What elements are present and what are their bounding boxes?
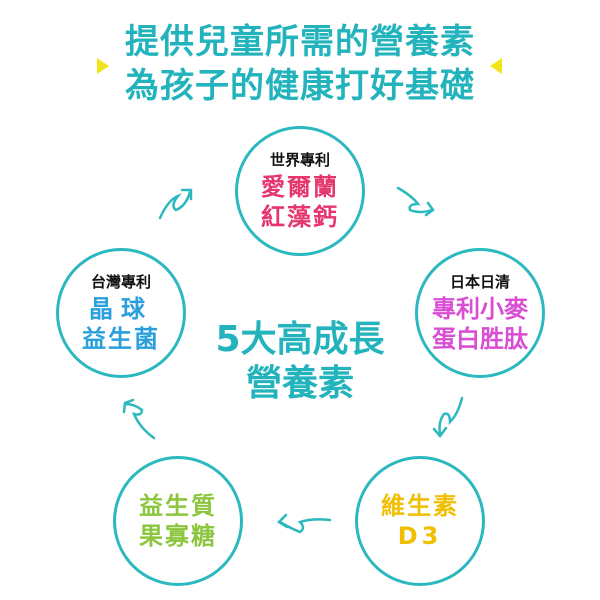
headline-line-2: 為孩子的健康打好基礎: [125, 66, 475, 106]
nutrient-name-line-1: 專利小麥: [432, 295, 528, 323]
nutrient-circle-wheat-peptide: 日本日清 專利小麥 蛋白胜肽: [415, 248, 545, 378]
arrow-icon-1: [158, 188, 193, 220]
arrow-icon-5: [122, 398, 156, 440]
headline-line-1: 提供兒童所需的營養素: [125, 22, 475, 62]
nutrient-label: 日本日清: [449, 273, 510, 291]
nutrient-name-line-2: 蛋白胜肽: [432, 325, 528, 353]
left-triangle-decoration: [97, 58, 109, 74]
nutrient-name-line-2: 益生菌: [82, 325, 160, 353]
nutrient-circle-probiotics: 台灣專利 晶球 益生菌: [56, 248, 186, 378]
nutrient-name-line-1: 益生質: [139, 492, 217, 520]
right-triangle-decoration: [490, 58, 502, 74]
nutrient-circle-vitamin-d3: 維生素 D3: [355, 456, 485, 586]
nutrient-label: 世界專利: [269, 151, 330, 169]
arrow-icon-3: [432, 396, 464, 438]
arrow-icon-2: [396, 186, 435, 217]
nutrient-name-line-2: 果寡糖: [139, 522, 217, 550]
center-title-line-1: 5大高成長: [215, 319, 385, 360]
nutrient-circle-red-algae-calcium: 世界專利 愛爾蘭 紅藻鈣: [235, 126, 365, 256]
center-title-line-2: 營養素: [245, 363, 354, 404]
center-title: 5大高成長 營養素: [190, 318, 410, 406]
nutrient-label: 台灣專利: [90, 273, 151, 291]
nutrient-name-line-1: 愛爾蘭: [261, 173, 339, 201]
nutrient-name-line-1: 維生素: [381, 492, 459, 520]
nutrient-name-line-1: 晶球: [89, 295, 153, 323]
nutrient-name-line-2: D3: [397, 522, 443, 550]
arrow-icon-4: [277, 513, 332, 534]
nutrient-circle-fructooligosaccharide: 益生質 果寡糖: [113, 456, 243, 586]
nutrient-name-line-2: 紅藻鈣: [261, 203, 339, 231]
